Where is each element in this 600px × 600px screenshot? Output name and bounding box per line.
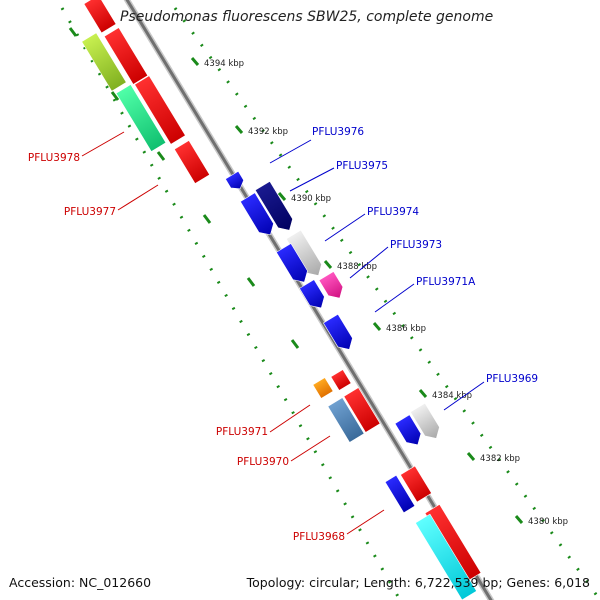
gene-label[interactable]: PFLU3971 <box>216 426 268 438</box>
tick-label: 4394 kbp <box>204 59 244 69</box>
gene-group <box>81 0 482 600</box>
gene-callout-line <box>117 184 159 211</box>
tick-mark <box>68 27 78 37</box>
gene-arrow[interactable] <box>239 192 277 239</box>
gene-arrow[interactable] <box>322 313 356 354</box>
tick-mark <box>246 277 256 287</box>
tick-group: 4394 kbp 4392 kbp 4390 kbp 4388 kbp 4386 kbp… <box>68 27 568 527</box>
tick-label: 4386 kbp <box>386 324 426 334</box>
gene-arrow[interactable] <box>394 414 425 449</box>
gene-label[interactable]: PFLU3969 <box>486 373 538 385</box>
gene-callout-line <box>346 509 385 535</box>
accession-text: Accession: NC_012660 <box>9 575 152 590</box>
tick-mark <box>418 389 428 398</box>
gene-label[interactable]: PFLU3977 <box>64 206 116 218</box>
gene-arrow[interactable] <box>318 271 347 302</box>
gene-arrow[interactable] <box>299 279 328 313</box>
tick-mark <box>466 452 476 461</box>
gene-arrow[interactable] <box>312 377 334 399</box>
gene-callout-line <box>289 167 335 192</box>
genome-title: Pseudomonas fluorescens SBW25, complete … <box>120 9 494 25</box>
gene-arrow[interactable] <box>343 387 381 433</box>
tick-mark <box>323 260 333 269</box>
gene-callout-line <box>443 381 485 411</box>
gene-arrow[interactable] <box>134 75 186 145</box>
gene-arrow[interactable] <box>103 27 149 85</box>
gene-label[interactable]: PFLU3973 <box>390 239 442 251</box>
gene-label[interactable]: PFLU3976 <box>312 126 364 138</box>
gene-arrow[interactable] <box>275 243 311 286</box>
tick-label: 4392 kbp <box>248 127 288 137</box>
gene-arrow[interactable] <box>115 84 167 152</box>
tick-label: 4382 kbp <box>480 454 520 464</box>
tick-label: 4390 kbp <box>291 194 331 204</box>
gene-arrow[interactable] <box>254 180 296 234</box>
gene-callout-line <box>81 131 125 157</box>
tick-label: 4384 kbp <box>432 391 472 401</box>
genome-summary-text: Topology: circular; Length: 6,722,539 bp… <box>246 575 590 590</box>
tick-mark <box>110 91 120 101</box>
guide-line-left <box>60 7 402 600</box>
gene-callout-line <box>349 246 389 279</box>
gene-callout-line <box>269 139 312 164</box>
gene-callout-line <box>290 435 331 462</box>
gene-arrow[interactable] <box>173 140 211 184</box>
gene-label[interactable]: PFLU3968 <box>293 531 345 543</box>
gene-label[interactable]: PFLU3971A <box>416 276 476 288</box>
gene-label[interactable]: PFLU3978 <box>28 152 80 164</box>
tick-label: 4380 kbp <box>528 517 568 527</box>
gene-callout-line <box>374 283 415 313</box>
callout-group: PFLU3976PFLU3975PFLU3974PFLU3973PFLU3971… <box>28 126 538 543</box>
tick-mark <box>514 515 524 524</box>
gene-arrow[interactable] <box>225 170 246 192</box>
guide-line-right <box>173 7 600 600</box>
tick-label: 4388 kbp <box>337 262 377 272</box>
tick-mark <box>290 339 300 349</box>
gene-arrow[interactable] <box>285 229 325 280</box>
gene-arrow[interactable] <box>330 369 352 391</box>
tick-mark <box>202 214 212 224</box>
tick-mark <box>156 151 166 161</box>
gene-callout-line <box>324 213 366 242</box>
gene-arrow[interactable] <box>327 397 365 443</box>
gene-arrow[interactable] <box>409 402 443 443</box>
tick-mark <box>372 322 382 331</box>
gene-label[interactable]: PFLU3975 <box>336 160 388 172</box>
tick-mark <box>234 125 244 134</box>
gene-arrow[interactable] <box>81 32 127 92</box>
gene-arrow[interactable] <box>384 474 416 514</box>
gene-label[interactable]: PFLU3974 <box>367 206 419 218</box>
gene-arrow[interactable] <box>400 465 432 503</box>
gene-callout-line <box>269 404 311 433</box>
gene-arrow[interactable] <box>83 0 117 34</box>
gene-label[interactable]: PFLU3970 <box>237 456 289 468</box>
tick-mark <box>277 192 287 201</box>
tick-mark <box>190 57 200 66</box>
